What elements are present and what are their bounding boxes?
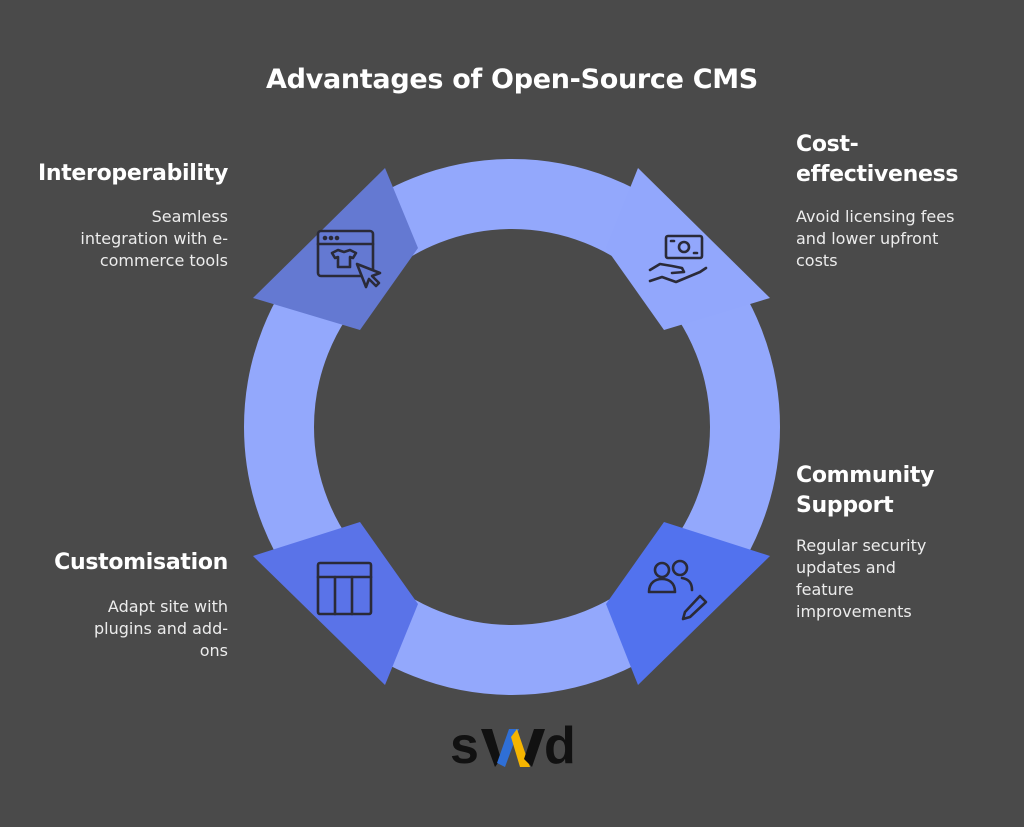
community-heading: Community Support	[796, 463, 935, 518]
community-description: Regular security updates and feature imp…	[796, 536, 927, 621]
diagram-title: Advantages of Open-Source CMS	[266, 64, 758, 95]
logo-letter-w	[481, 729, 545, 767]
users-pen-icon	[647, 559, 708, 621]
logo-letter-d: d	[544, 717, 576, 775]
interoperability-heading: Interoperability	[37, 161, 228, 186]
layout-icon	[316, 561, 373, 616]
tab-community	[606, 522, 770, 685]
cost-description: Avoid licensing fees and lower upfront c…	[796, 207, 955, 270]
logo-letter-s: s	[450, 717, 479, 775]
customisation-heading: Customisation	[54, 550, 228, 575]
swd-logo: s d	[450, 717, 576, 775]
web-cursor-icon	[316, 229, 382, 289]
customisation-description: Adapt site with plugins and add- ons	[94, 597, 228, 660]
interoperability-description: Seamless integration with e- commerce to…	[80, 207, 228, 270]
cycle-ring	[244, 159, 780, 695]
tab-interoperability	[253, 168, 418, 330]
money-hand-icon	[648, 234, 708, 284]
cost-heading: Cost- effectiveness	[796, 132, 959, 187]
